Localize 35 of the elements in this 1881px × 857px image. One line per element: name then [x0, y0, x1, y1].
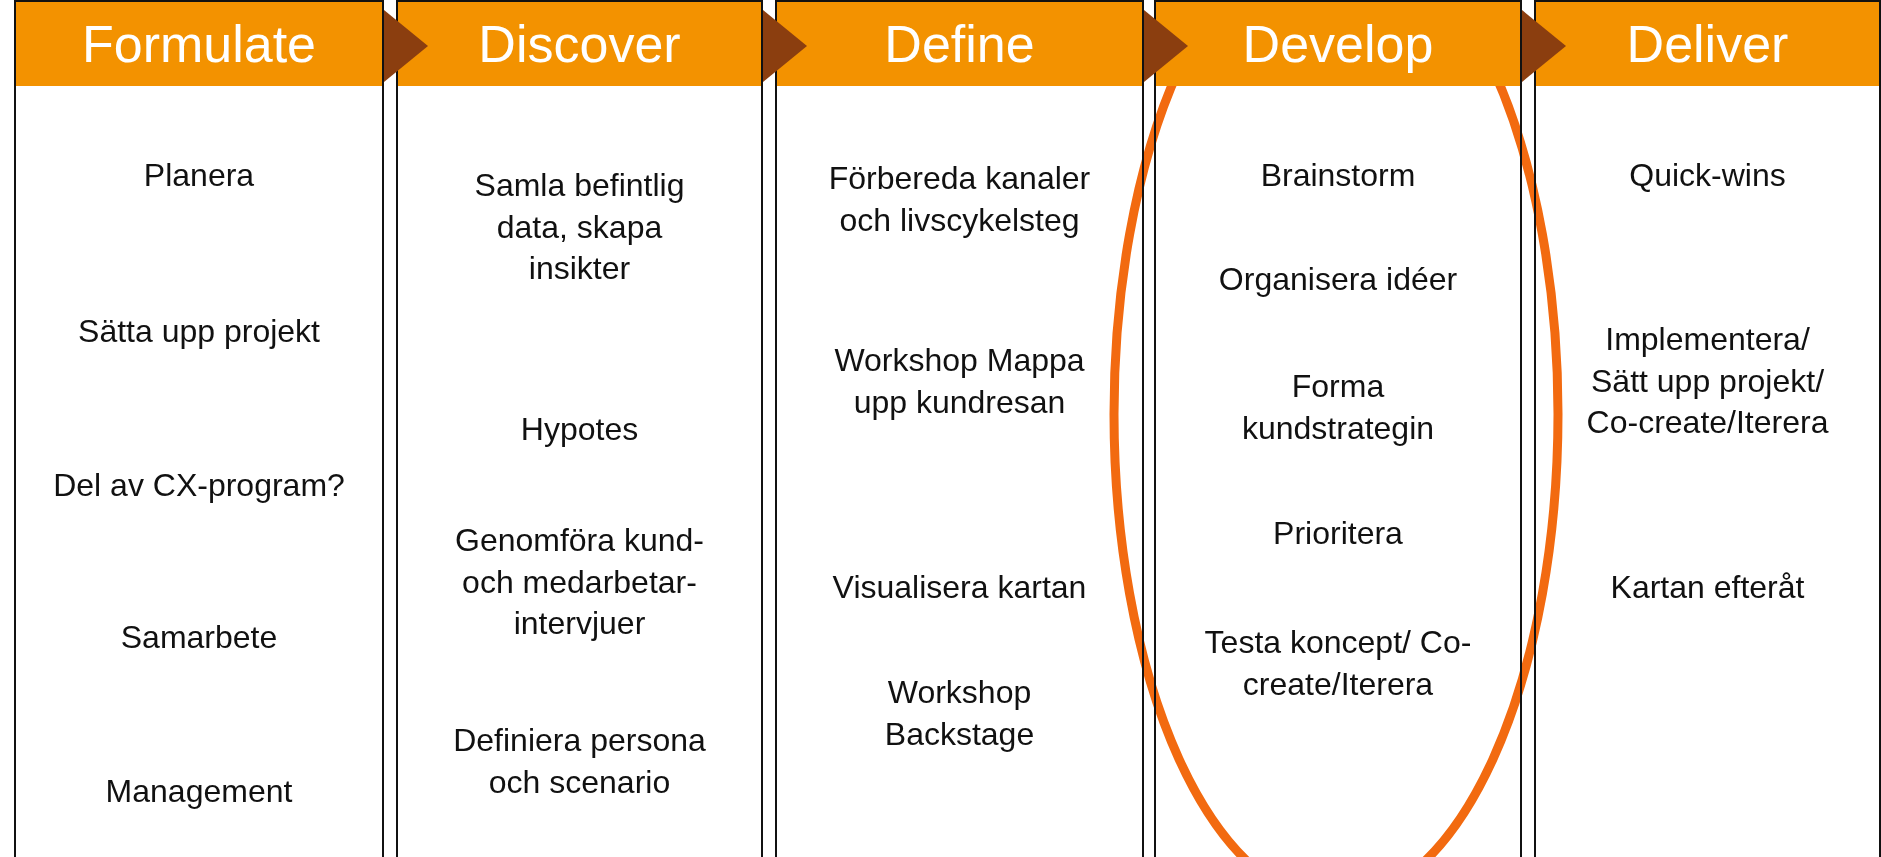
- activity-text: Kartan efteråt: [1609, 568, 1806, 608]
- phase-header: Deliver: [1536, 2, 1879, 86]
- activity-text: Implementera/ Sätt upp projekt/ Co-create/Iterera: [1585, 319, 1830, 442]
- activity-text: Quick-wins: [1628, 156, 1787, 196]
- activity-text: Forma kundstrategin: [1240, 367, 1436, 448]
- activity-text: Planera: [142, 156, 256, 196]
- phase-column: [1154, 0, 1522, 857]
- activity-text: Samarbete: [119, 618, 279, 658]
- activity-text: Del av CX-program?: [52, 466, 346, 506]
- phase-column: [14, 0, 384, 857]
- phase-header: Develop: [1156, 2, 1520, 86]
- activity-text: Samla befintlig data, skapa insikter: [473, 165, 686, 288]
- activity-text: Brainstorm: [1259, 156, 1417, 196]
- activity-text: Förbereda kanaler och livscykelsteg: [827, 159, 1092, 240]
- activity-text: Hypotes: [519, 410, 640, 450]
- phase-header: Define: [777, 2, 1142, 86]
- activity-text: Sätta upp projekt: [77, 312, 321, 352]
- chevron-arrow: [384, 10, 428, 82]
- phase-column: [1534, 0, 1881, 857]
- phase-header: Formulate: [16, 2, 382, 86]
- activity-text: Visualisera kartan: [831, 568, 1088, 608]
- phase-column: [775, 0, 1144, 857]
- chevron-arrow: [1144, 10, 1188, 82]
- phase-column: [396, 0, 763, 857]
- activity-text: Workshop Mappa upp kundresan: [833, 341, 1086, 422]
- chevron-arrow: [763, 10, 807, 82]
- activity-text: Prioritera: [1272, 514, 1404, 554]
- activity-text: Definiera persona och scenario: [452, 721, 707, 802]
- chevron-arrow: [1522, 10, 1566, 82]
- activity-text: Organisera idéer: [1217, 260, 1459, 300]
- phase-header: Discover: [398, 2, 761, 86]
- activity-text: Testa koncept/ Co-create/Iterera: [1204, 623, 1472, 704]
- activity-text: Workshop Backstage: [883, 673, 1036, 754]
- activity-text: Management: [104, 772, 294, 812]
- activity-text: Genomföra kund- och medarbetar- intervjuer: [454, 520, 705, 643]
